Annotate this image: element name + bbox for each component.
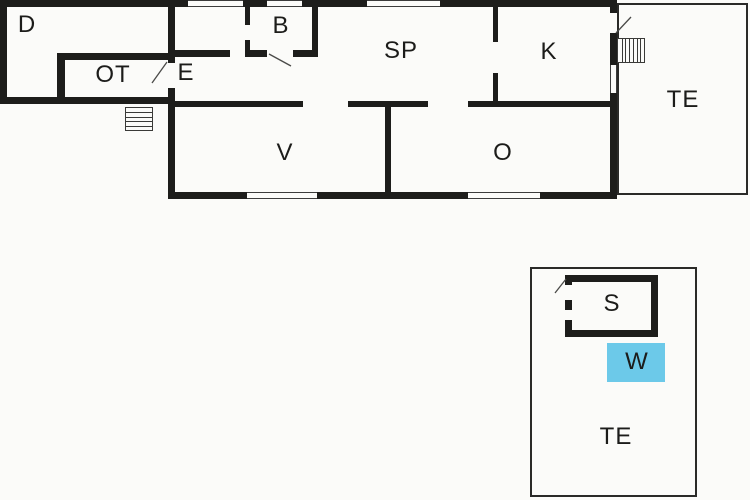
stair-step-line — [126, 125, 152, 127]
room-label-e: E — [177, 59, 195, 86]
room-label-te-lower: TE — [599, 423, 633, 450]
stairs-terrace — [617, 38, 645, 63]
room-label-sp: SP — [383, 37, 419, 64]
wall — [610, 93, 617, 192]
stair-step-line — [126, 112, 152, 114]
wall — [610, 33, 617, 65]
wall — [168, 88, 175, 199]
window — [188, 0, 243, 7]
stair-step-line — [632, 39, 634, 62]
wall — [245, 40, 250, 53]
wall — [168, 101, 303, 107]
stair-step-line — [126, 116, 152, 118]
room-label-b: B — [272, 12, 290, 39]
wall — [57, 53, 168, 60]
room-label-s: S — [603, 290, 621, 317]
window — [468, 192, 540, 199]
wall — [385, 101, 391, 199]
stair-step-line — [636, 39, 638, 62]
wall — [168, 192, 247, 199]
wall — [610, 0, 617, 13]
wall — [0, 0, 7, 104]
room-label-o: O — [493, 139, 513, 166]
stair-step-line — [629, 39, 631, 62]
wall — [493, 7, 498, 42]
wall — [565, 275, 572, 285]
room-label-d: D — [17, 11, 37, 38]
water-feature — [607, 343, 665, 382]
window — [247, 192, 317, 199]
wall — [565, 330, 658, 337]
door-swing — [151, 61, 168, 84]
wall — [0, 97, 175, 104]
wall — [57, 53, 65, 104]
room-label-k: K — [540, 38, 558, 65]
wall — [168, 50, 230, 57]
wall — [293, 50, 318, 57]
wall — [565, 275, 658, 282]
room-label-te-upper: TE — [666, 86, 700, 113]
wall — [312, 7, 318, 57]
stair-step-line — [625, 39, 627, 62]
window — [367, 0, 440, 7]
wall — [468, 101, 610, 107]
window — [610, 65, 617, 93]
wall — [651, 275, 658, 337]
wall — [317, 192, 468, 199]
wall — [245, 50, 267, 57]
stairs-entrance — [125, 107, 153, 131]
outbuilding-outline — [530, 267, 697, 497]
wall — [565, 320, 572, 337]
window — [267, 0, 302, 7]
wall — [540, 192, 617, 199]
room-label-w: W — [625, 348, 649, 375]
wall — [0, 0, 617, 7]
stair-step-line — [621, 39, 623, 62]
door-swing — [268, 53, 292, 67]
stair-step-line — [640, 39, 642, 62]
room-label-v: V — [276, 139, 294, 166]
wall — [493, 73, 498, 106]
room-label-ot: OT — [95, 61, 131, 88]
wall — [168, 0, 175, 63]
wall — [245, 7, 250, 25]
wall — [565, 300, 572, 310]
stair-step-line — [126, 121, 152, 123]
terrace-upper-outline — [617, 3, 748, 195]
